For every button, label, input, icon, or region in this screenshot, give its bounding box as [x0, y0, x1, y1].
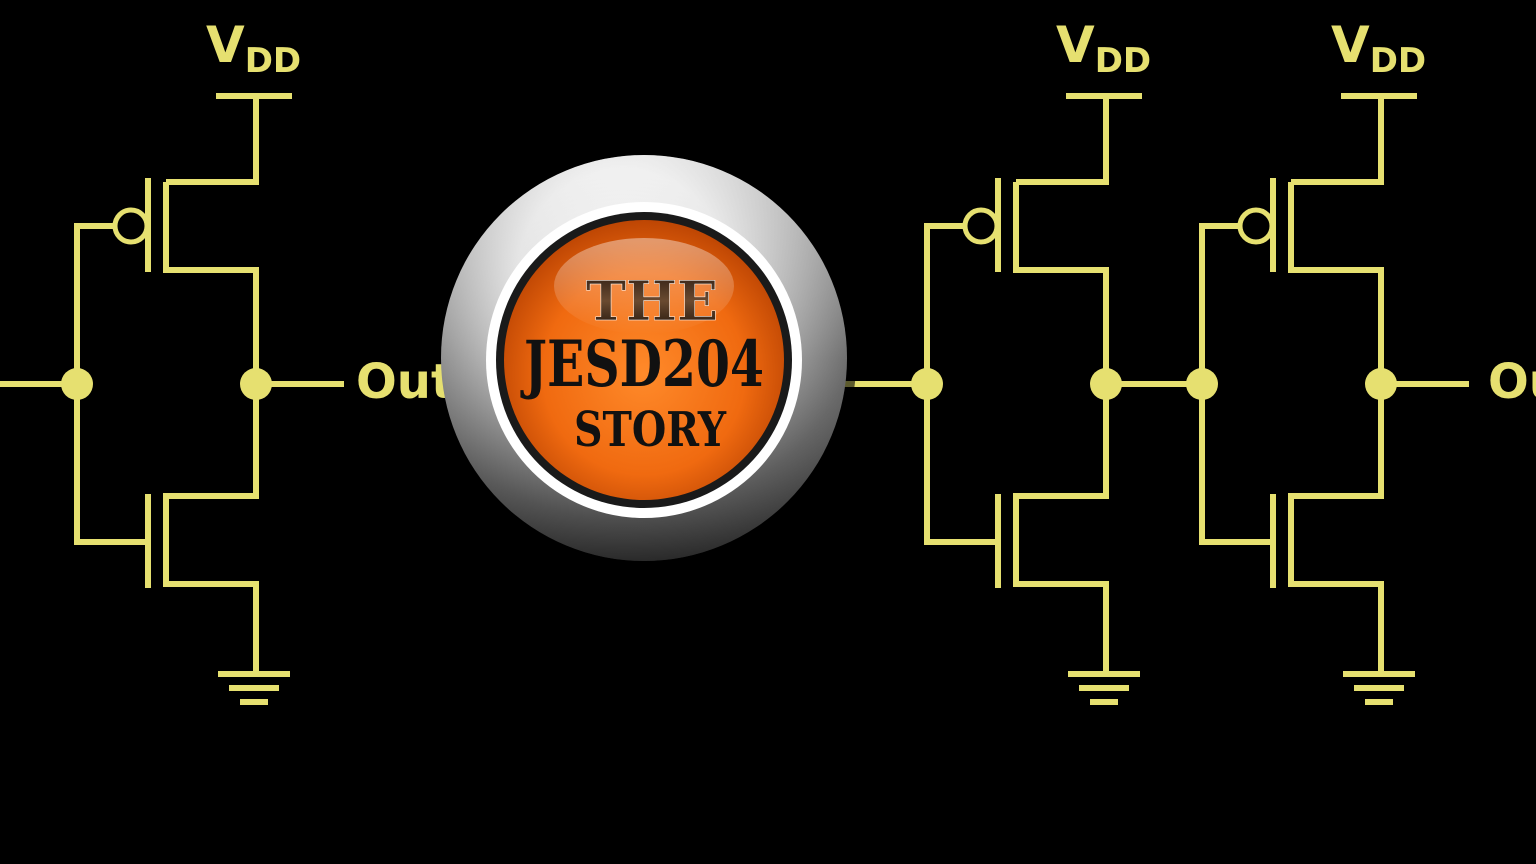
output-node: [1365, 368, 1397, 400]
inverter-2: VDD: [840, 16, 1202, 705]
ground-symbol: [1343, 671, 1415, 705]
pmos-drain-wire: [1013, 96, 1109, 384]
logo-text-story: STORY: [574, 402, 727, 458]
pmos-drain-wire: [163, 96, 259, 384]
logo-text-the: THE: [586, 269, 718, 333]
logo-gloss: [554, 238, 734, 334]
ground-symbol: [1068, 671, 1140, 705]
output-label: Out: [356, 354, 454, 410]
inverter-3: VDD Out: [1186, 16, 1536, 705]
output-label: Out: [1488, 354, 1536, 410]
pmos-gate-bubble: [962, 207, 1000, 245]
output-node: [1090, 368, 1122, 400]
input-node: [911, 368, 943, 400]
ground-symbol: [218, 671, 290, 705]
output-node: [240, 368, 272, 400]
nmos-wire: [1013, 384, 1109, 672]
vdd-label: VDD: [1331, 16, 1426, 81]
vdd-label: VDD: [206, 16, 301, 81]
nmos-wire: [163, 384, 259, 672]
vdd-label: VDD: [1056, 16, 1151, 81]
pmos-gate-bubble: [112, 207, 150, 245]
inverter-1: VDD Out: [0, 16, 454, 705]
logo-text-jesd204: JESD204: [520, 327, 764, 402]
pmos-gate-bubble: [1237, 207, 1275, 245]
jesd204-story-logo: THE JESD204 STORY: [441, 155, 856, 568]
input-node: [1186, 368, 1218, 400]
nmos-wire: [1288, 384, 1384, 672]
input-node: [61, 368, 93, 400]
pmos-drain-wire: [1288, 96, 1384, 384]
